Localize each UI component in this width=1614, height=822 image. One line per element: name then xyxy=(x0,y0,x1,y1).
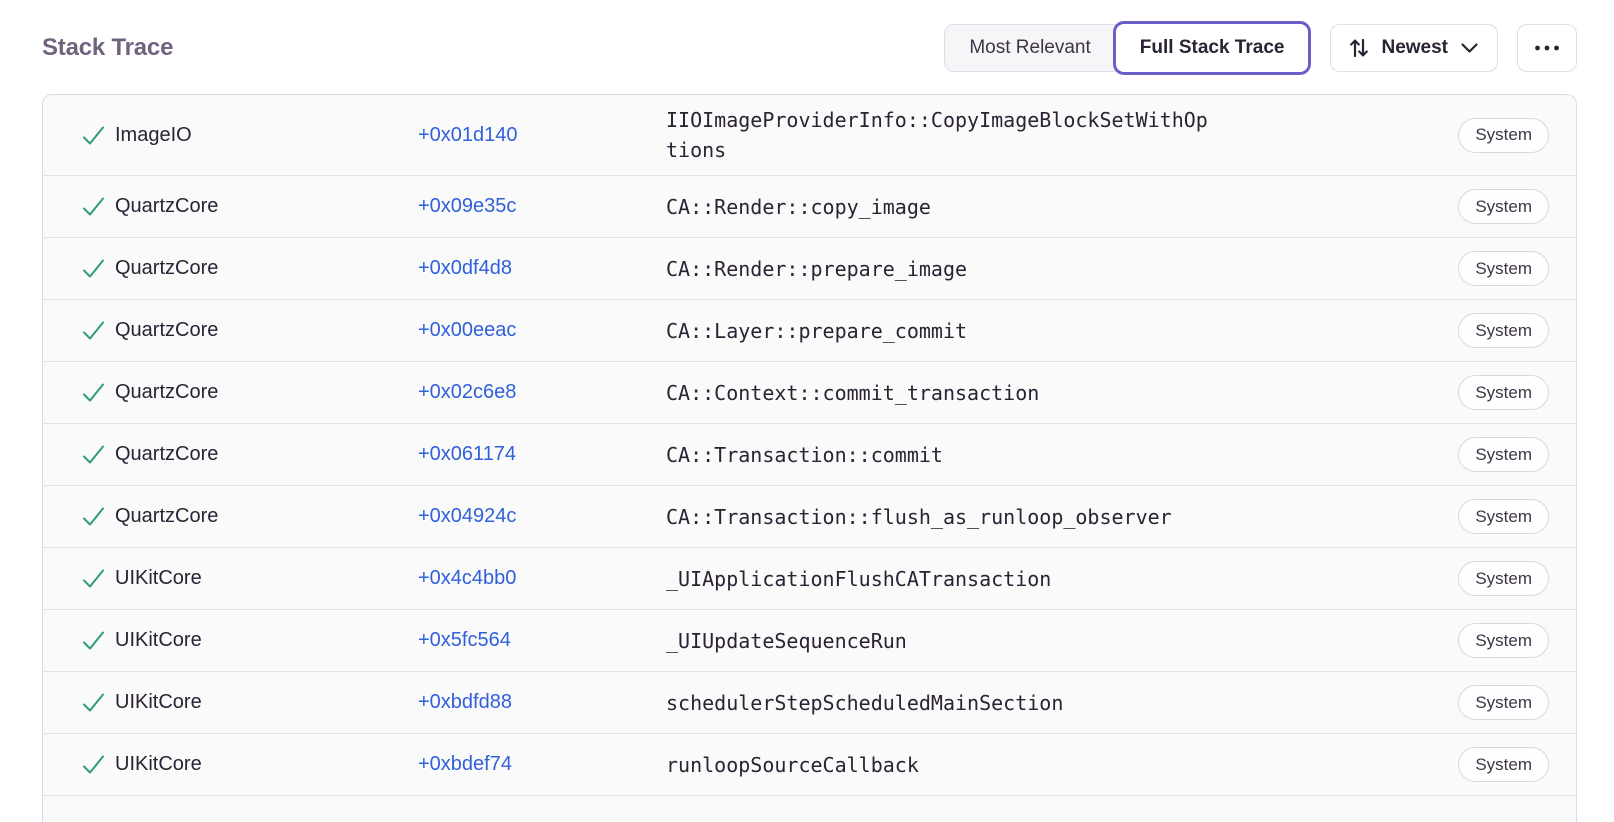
frame-function: CA::Layer::prepare_commit xyxy=(666,318,968,343)
frame-system-badge: System xyxy=(1458,313,1549,348)
stack-frame-row[interactable]: QuartzCore +0x04924c CA::Transaction::fl… xyxy=(43,485,1576,547)
frame-function: schedulerStepScheduledMainSection xyxy=(666,690,1064,715)
stack-frame-row[interactable]: UIKitCore +0xbdfd88 schedulerStepSchedul… xyxy=(43,671,1576,733)
frame-module: QuartzCore xyxy=(115,381,219,403)
stack-trace-frame-list: ImageIO +0x01d140 IIOImageProviderInfo::… xyxy=(42,94,1577,822)
sort-button-label: Newest xyxy=(1381,37,1448,58)
stack-view-segmented-control: Most Relevant Full Stack Trace xyxy=(944,21,1312,75)
ellipsis-icon xyxy=(1533,43,1561,53)
frame-system-badge: System xyxy=(1458,437,1549,472)
frame-symbolicated-check-icon xyxy=(71,122,115,149)
frame-system-badge: System xyxy=(1458,189,1549,224)
frame-symbolicated-check-icon xyxy=(71,503,115,530)
frame-function: CA::Transaction::commit xyxy=(666,442,943,467)
frame-system-badge: System xyxy=(1458,499,1549,534)
frame-function: _UIApplicationFlushCATransaction xyxy=(666,566,1052,591)
frame-symbolicated-check-icon xyxy=(71,441,115,468)
frame-symbolicated-check-icon xyxy=(71,255,115,282)
frame-module: UIKitCore xyxy=(115,629,202,651)
frame-system-badge: System xyxy=(1458,117,1549,153)
frame-symbolicated-check-icon xyxy=(71,751,115,778)
stack-frame-row[interactable]: QuartzCore +0x061174 CA::Transaction::co… xyxy=(43,423,1576,485)
frame-function: IIOImageProviderInfo::CopyImageBlockSetW… xyxy=(666,108,1208,162)
chevron-down-icon xyxy=(1459,41,1480,55)
frame-address-link[interactable]: +0x01d140 xyxy=(418,123,518,146)
full-stack-trace-toggle[interactable]: Full Stack Trace xyxy=(1112,21,1312,75)
sort-newest-dropdown[interactable]: Newest xyxy=(1330,24,1498,72)
stack-trace-header: Stack Trace Most Relevant Full Stack Tra… xyxy=(42,20,1577,76)
frame-address-link[interactable]: +0x02c6e8 xyxy=(418,381,517,403)
frame-system-badge: System xyxy=(1458,623,1549,658)
stack-frame-row[interactable]: UIKitCore +0x4c4bb0 _UIApplicationFlushC… xyxy=(43,547,1576,609)
stack-frame-row[interactable]: UIKitCore +0xbdef74 runloopSourceCallbac… xyxy=(43,733,1576,795)
stack-frame-row[interactable]: ImageIO +0x01d140 IIOImageProviderInfo::… xyxy=(43,95,1576,175)
partial-next-row xyxy=(43,795,1576,822)
page-title: Stack Trace xyxy=(42,34,174,61)
frame-function: CA::Context::commit_transaction xyxy=(666,380,1040,405)
frame-address-link[interactable]: +0xbdfd88 xyxy=(418,691,512,713)
frame-function: CA::Transaction::flush_as_runloop_observ… xyxy=(666,504,1172,529)
frame-symbolicated-check-icon xyxy=(71,689,115,716)
frame-module: UIKitCore xyxy=(115,691,202,713)
frame-system-badge: System xyxy=(1458,685,1549,720)
frame-module: QuartzCore xyxy=(115,443,219,465)
frame-module: UIKitCore xyxy=(115,753,202,775)
stack-frame-row[interactable]: QuartzCore +0x0df4d8 CA::Render::prepare… xyxy=(43,237,1576,299)
stack-frame-row[interactable]: QuartzCore +0x00eeac CA::Layer::prepare_… xyxy=(43,299,1576,361)
frame-system-badge: System xyxy=(1458,747,1549,782)
frame-system-badge: System xyxy=(1458,251,1549,286)
frame-system-badge: System xyxy=(1458,561,1549,596)
frame-function: _UIUpdateSequenceRun xyxy=(666,628,907,653)
frame-address-link[interactable]: +0x061174 xyxy=(418,443,517,465)
frame-module: ImageIO xyxy=(115,123,192,146)
frame-address-link[interactable]: +0x0df4d8 xyxy=(418,257,512,279)
most-relevant-toggle[interactable]: Most Relevant xyxy=(944,24,1125,72)
frame-module: QuartzCore xyxy=(115,505,219,527)
frame-address-link[interactable]: +0xbdef74 xyxy=(418,753,512,775)
frame-symbolicated-check-icon xyxy=(71,565,115,592)
frame-address-link[interactable]: +0x09e35c xyxy=(418,195,517,217)
frame-module: QuartzCore xyxy=(115,195,219,217)
frame-symbolicated-check-icon xyxy=(71,379,115,406)
more-options-button[interactable] xyxy=(1517,24,1577,72)
frame-module: QuartzCore xyxy=(115,319,219,341)
frame-symbolicated-check-icon xyxy=(71,627,115,654)
sort-arrows-icon xyxy=(1348,36,1370,60)
stack-frame-row[interactable]: QuartzCore +0x09e35c CA::Render::copy_im… xyxy=(43,175,1576,237)
frame-symbolicated-check-icon xyxy=(71,193,115,220)
header-controls: Most Relevant Full Stack Trace Newest xyxy=(944,21,1577,75)
frame-function: runloopSourceCallback xyxy=(666,752,919,777)
frame-address-link[interactable]: +0x4c4bb0 xyxy=(418,567,517,589)
frame-function: CA::Render::prepare_image xyxy=(666,256,968,281)
stack-frame-row[interactable]: UIKitCore +0x5fc564 _UIUpdateSequenceRun… xyxy=(43,609,1576,671)
frame-function: CA::Render::copy_image xyxy=(666,194,931,219)
frame-address-link[interactable]: +0x5fc564 xyxy=(418,629,511,651)
frame-module: UIKitCore xyxy=(115,567,202,589)
frame-address-link[interactable]: +0x04924c xyxy=(418,505,517,527)
frame-module: QuartzCore xyxy=(115,257,219,279)
frame-system-badge: System xyxy=(1458,375,1549,410)
frame-address-link[interactable]: +0x00eeac xyxy=(418,319,517,341)
frame-symbolicated-check-icon xyxy=(71,317,115,344)
stack-frame-row[interactable]: QuartzCore +0x02c6e8 CA::Context::commit… xyxy=(43,361,1576,423)
